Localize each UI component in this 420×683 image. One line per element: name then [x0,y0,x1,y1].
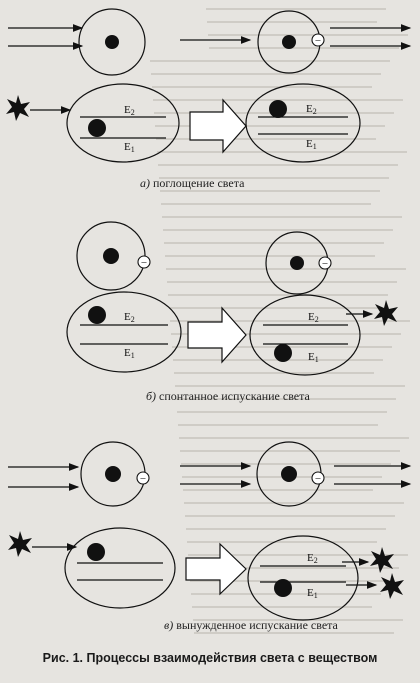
transition-block-arrow [187,306,247,364]
caption-c-text: вынужденное испускание света [176,618,338,632]
electron [318,256,332,270]
caption-b-text: спонтанное испускание света [159,389,310,403]
label-e2: E2 [306,103,317,116]
caption-c: в) вынужденное испускание света [164,618,338,633]
atom-shell [245,83,361,163]
label-e2: E2 [308,311,319,324]
electron [137,255,151,269]
atom-shell [66,83,180,163]
atom-shell [64,527,176,609]
caption-a: а) поглощение света [140,176,244,191]
label-e1: E1 [307,587,318,600]
incident-photon-star-icon [8,531,32,557]
electron-minus: − [315,473,321,485]
nucleus [105,466,121,482]
electron-at-e1 [274,579,292,597]
atom-shell [66,291,182,373]
electron [311,471,325,485]
label-e2: E2 [307,552,318,565]
emitted-photon-star-icon [380,573,404,599]
figure-caption: Рис. 1. Процессы взаимодействия света с … [42,651,378,665]
atom-shell [247,535,359,621]
transition-block-arrow [189,98,247,154]
caption-b: б) спонтанное испускание света [146,389,310,404]
row-a-absorption: E2 E1 E2 E1 [6,83,361,163]
label-e2: E2 [124,104,135,117]
label-e1: E1 [308,351,319,364]
incident-photon-star-icon [6,95,30,121]
electron-at-e2 [88,306,106,324]
electron-minus: − [322,258,328,270]
electron [136,471,150,485]
electron-at-e2 [269,100,287,118]
electron-minus: − [141,257,147,269]
row-b-small-atoms: − − [76,221,332,295]
caption-c-letter: в) [164,618,174,632]
label-e1: E1 [306,138,317,151]
row-b-spontaneous: E2 E1 E2 E1 [66,291,398,376]
nucleus [282,35,296,49]
nucleus [103,248,119,264]
label-e1: E1 [124,347,135,360]
caption-a-letter: а) [140,176,150,190]
label-e2: E2 [124,311,135,324]
atom-shell [249,294,361,376]
caption-b-letter: б) [146,389,157,403]
nucleus [105,35,119,49]
electron-at-e1 [88,119,106,137]
emitted-photon-star-icon [374,300,398,326]
electron-at-e1 [274,344,292,362]
caption-a-text: поглощение света [153,176,245,190]
nucleus [281,466,297,482]
electron [311,33,325,47]
label-e1: E1 [124,141,135,154]
row-c-small-atoms: − − [8,441,412,507]
electron-at-e2 [87,543,105,561]
row-a-small-atoms: − [8,8,412,76]
emitted-photon-star-icon [370,547,394,573]
row-c-stimulated: E2 E1 [8,527,404,621]
transition-block-arrow [185,542,247,596]
atom-shell [78,8,146,76]
electron-minus: − [140,473,146,485]
electron-minus: − [315,35,321,47]
nucleus [290,256,304,270]
